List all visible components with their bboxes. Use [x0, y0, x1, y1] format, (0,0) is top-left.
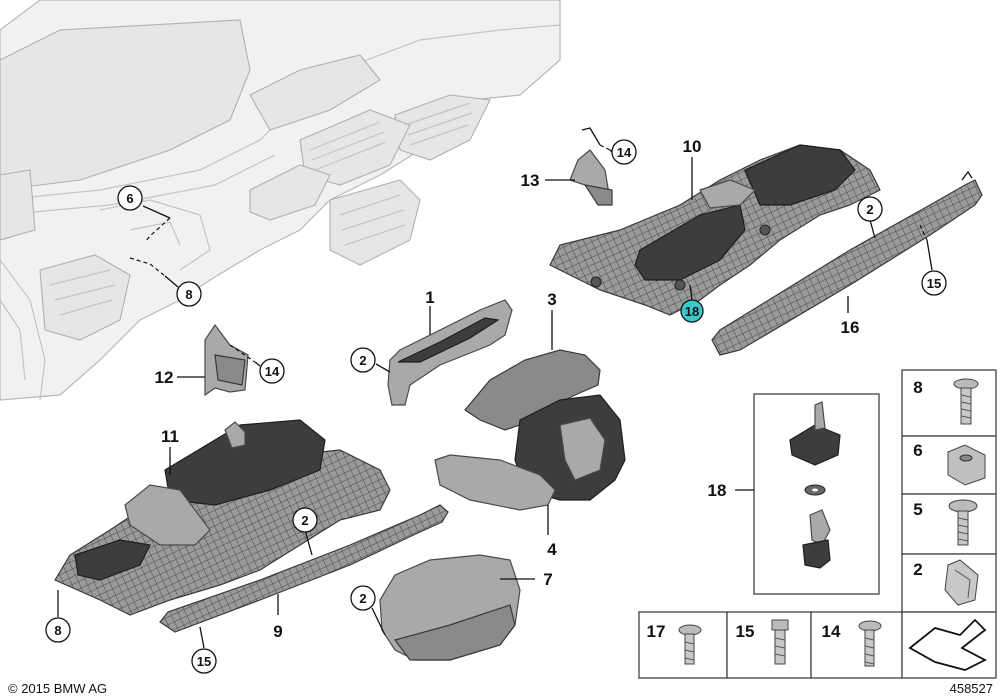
callout-15-right: 15 — [927, 276, 941, 291]
callout-2-part7: 2 — [359, 591, 366, 606]
callout-15-bottom: 15 — [197, 654, 211, 669]
bolt-15-icon — [771, 619, 789, 665]
callout-7: 7 — [543, 570, 552, 589]
part-12-bracket: 14 12 — [155, 323, 285, 397]
callout-12: 12 — [155, 368, 174, 387]
callout-18-highlight: 18 — [685, 304, 699, 319]
callout-13: 13 — [521, 171, 540, 190]
callout-2-strip16: 2 — [866, 202, 873, 217]
fastener-14-label: 14 — [822, 622, 841, 641]
callout-9: 9 — [273, 622, 282, 641]
part-16-strip: 2 15 16 — [711, 170, 983, 356]
part-13-bracket: 14 13 — [521, 127, 637, 206]
copyright-text: © 2015 BMW AG — [8, 681, 107, 696]
part-7-cover: 7 2 — [350, 554, 553, 661]
clip-nut-6-icon — [947, 444, 986, 486]
callout-10: 10 — [683, 137, 702, 156]
screw-5-icon — [948, 499, 978, 546]
callout-3: 3 — [547, 290, 556, 309]
callout-11: 11 — [161, 427, 179, 446]
spring-clip-2-icon — [944, 559, 979, 606]
screw-8-icon — [953, 378, 979, 425]
part-9-strip: 2 9 15 — [159, 504, 449, 674]
fastener-table-right: 8 6 5 2 — [901, 369, 997, 613]
callout-1: 1 — [425, 288, 434, 307]
fastener-17-label: 17 — [647, 622, 666, 641]
callout-2-strip9: 2 — [301, 513, 308, 528]
part-3-4-column-trim: 3 4 — [434, 290, 626, 559]
fastener-table-bottom: 17 15 14 — [638, 611, 997, 679]
callout-16: 16 — [841, 318, 860, 337]
screw-14-icon — [858, 620, 882, 667]
fastener-6-label: 6 — [913, 441, 922, 460]
dashboard-callouts: 6 8 — [117, 185, 202, 307]
callout-2-part1: 2 — [359, 353, 366, 368]
screw-17-icon — [678, 624, 702, 665]
dashboard-ghost — [0, 0, 561, 401]
part-11-panel: 11 8 — [45, 419, 391, 643]
callout-8-top: 8 — [185, 287, 192, 302]
callout-8-bottom: 8 — [54, 623, 61, 638]
set-symbol-icon — [908, 618, 987, 671]
callout-4: 4 — [547, 540, 557, 559]
callout-14-top: 14 — [617, 145, 632, 160]
callout-6: 6 — [126, 191, 133, 206]
callout-18: 18 — [708, 481, 727, 500]
part-10-panel: 10 18 — [549, 137, 881, 323]
fastener-2-label: 2 — [913, 560, 922, 579]
fastener-15-label: 15 — [736, 622, 755, 641]
callout-14-left: 14 — [265, 364, 280, 379]
part-1-bracket: 1 2 — [350, 288, 513, 406]
diagram-id: 458527 — [950, 681, 993, 696]
fastener-8-label: 8 — [913, 378, 922, 397]
fastener-5-label: 5 — [913, 500, 922, 519]
part-18-detail: 18 — [708, 393, 880, 595]
